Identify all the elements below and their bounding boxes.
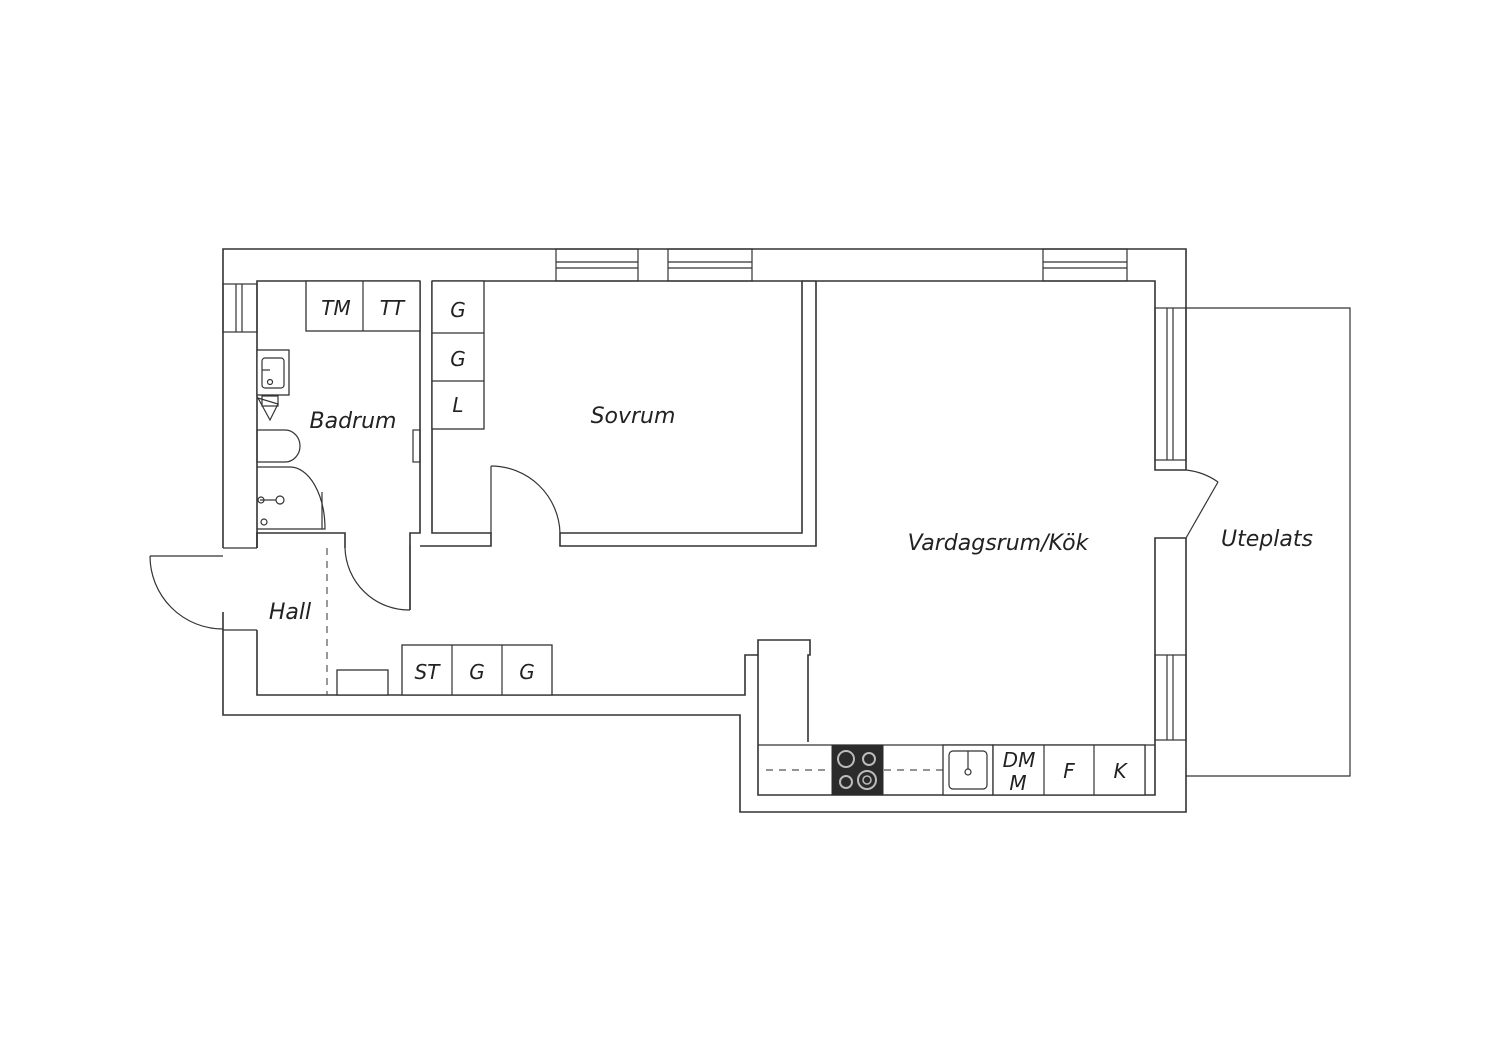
hall-fixtures (336, 644, 553, 696)
bidet-icon (256, 395, 279, 422)
label-hall-g2: G (519, 660, 535, 684)
label-wardrobe-g1: G (450, 298, 466, 322)
toilet-icon (256, 429, 301, 463)
entrance-door (149, 547, 257, 631)
label-kitchen-f: F (1063, 759, 1075, 783)
label-kitchen-k: K (1113, 759, 1128, 783)
stove-icon (831, 744, 884, 796)
window-top-1 (555, 248, 639, 282)
bathroom-fixtures (256, 280, 421, 695)
room-label-hall: Hall (269, 600, 311, 625)
label-tt: TT (380, 296, 406, 320)
doors (149, 465, 1219, 631)
windows (222, 248, 1187, 741)
label-wardrobe-g2: G (450, 347, 466, 371)
room-label-sovrum: Sovrum (591, 404, 676, 429)
patio (1186, 307, 1351, 777)
window-top-2 (667, 248, 753, 282)
washbasin-icon (256, 349, 290, 396)
shower-icon (257, 466, 326, 530)
bedroom-door (490, 465, 561, 534)
label-kitchen-m: M (1009, 771, 1026, 795)
room-label-uteplats: Uteplats (1221, 527, 1313, 552)
window-top-3 (1042, 248, 1128, 282)
window-right-2 (1154, 654, 1187, 741)
patio-door (1185, 469, 1219, 539)
kitchen (758, 744, 1155, 796)
sink-icon (942, 744, 994, 796)
label-hall-st: ST (415, 660, 442, 684)
label-kitchen-dm: DM (1003, 748, 1036, 772)
label-linen-l: L (452, 393, 463, 417)
room-label-badrum: Badrum (310, 409, 397, 434)
label-tm: TM (321, 296, 350, 320)
label-hall-g1: G (469, 660, 485, 684)
room-label-vardagsrum-kok: Vardagsrum/Kök (908, 531, 1090, 556)
bedroom-wardrobes (431, 280, 485, 430)
window-right-1 (1154, 307, 1187, 461)
window-left (222, 283, 258, 333)
bathroom-door (344, 545, 411, 611)
